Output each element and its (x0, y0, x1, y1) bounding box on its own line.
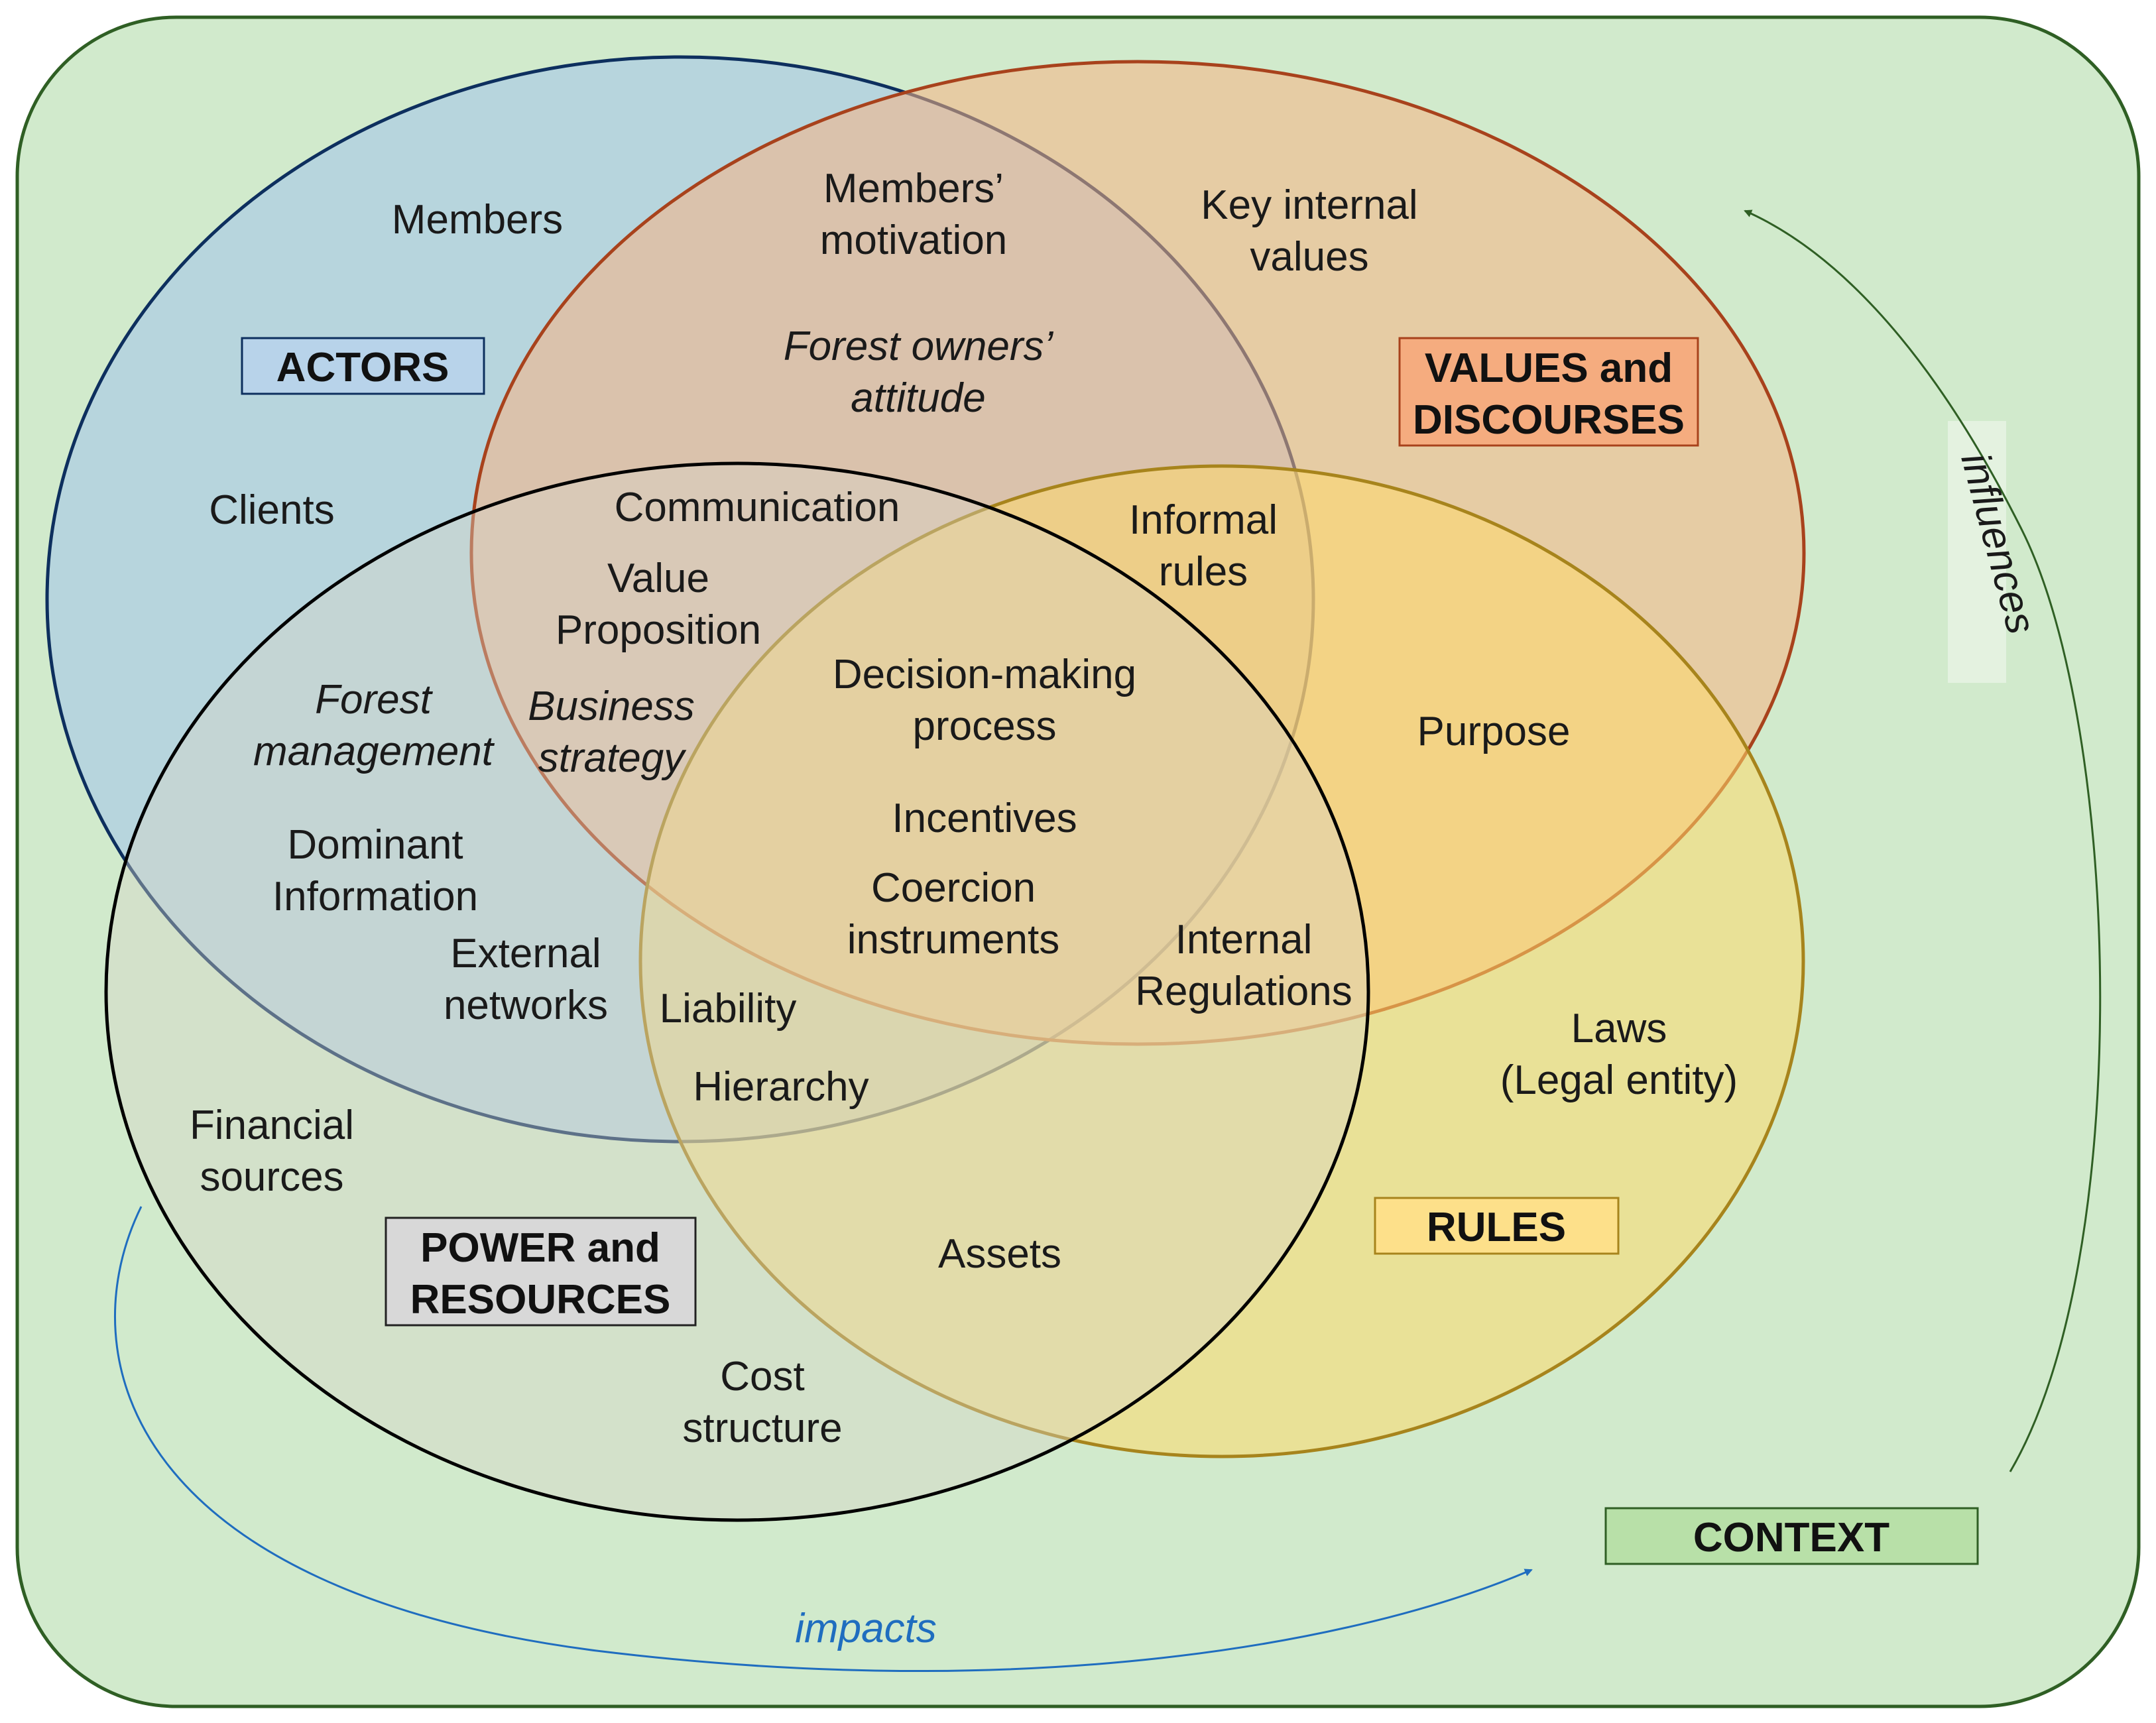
label-members-motivation-2: motivation (820, 217, 1008, 263)
label-clients: Clients (209, 487, 335, 533)
label-key-values-2: values (1250, 234, 1368, 280)
actors-box: ACTORS (241, 337, 485, 395)
label-external-networks-1: External (450, 931, 601, 977)
influences-label-background (1948, 421, 2006, 683)
influences-arrow (1744, 209, 2102, 1472)
label-liability: Liability (660, 986, 797, 1032)
rules-title: RULES (1427, 1205, 1566, 1250)
label-key-values-1: Key internal (1201, 182, 1417, 228)
actors-title: ACTORS (276, 345, 449, 390)
power-title-line2: RESOURCES (410, 1277, 671, 1323)
context-title: CONTEXT (1693, 1515, 1889, 1561)
label-communication: Communication (615, 485, 900, 530)
label-purpose: Purpose (1417, 709, 1571, 754)
label-forest-owners-2: attitude (851, 375, 985, 421)
label-informal-rules-1: Informal (1129, 497, 1278, 543)
label-business-strategy-1: Business (528, 683, 695, 729)
label-value-proposition-1: Value (607, 556, 709, 601)
impacts-arrow (113, 1206, 1533, 1673)
label-decision-making-2: process (912, 703, 1056, 749)
label-financial-sources-1: Financial (190, 1102, 354, 1148)
label-internal-regulations-2: Regulations (1135, 969, 1352, 1014)
label-forest-management-2: management (253, 729, 495, 774)
power-resources-box: POWER and RESOURCES (385, 1217, 697, 1327)
label-decision-making-1: Decision-making (833, 652, 1136, 697)
label-dominant-information-2: Information (272, 874, 478, 920)
label-business-strategy-2: strategy (538, 735, 688, 781)
label-informal-rules-2: rules (1159, 549, 1248, 595)
label-hierarchy: Hierarchy (693, 1064, 868, 1110)
label-cost-structure-1: Cost (720, 1354, 804, 1399)
label-forest-management-1: Forest (315, 677, 433, 723)
power-title-line1: POWER and (420, 1225, 660, 1271)
impacts-label: impacts (795, 1606, 937, 1651)
values-title-line1: VALUES and (1425, 345, 1673, 391)
label-laws-1: Laws (1571, 1006, 1667, 1051)
label-value-proposition-2: Proposition (556, 607, 761, 653)
label-members-motivation-1: Members’ (823, 166, 1004, 211)
label-members: Members (392, 197, 563, 243)
label-assets: Assets (938, 1231, 1061, 1277)
label-forest-owners-1: Forest owners’ (784, 324, 1054, 369)
label-laws-2: (Legal entity) (1500, 1057, 1738, 1103)
values-discourses-box: VALUES and DISCOURSES (1398, 337, 1699, 447)
label-dominant-information-1: Dominant (287, 822, 463, 868)
rules-box: RULES (1374, 1197, 1620, 1255)
label-incentives: Incentives (892, 796, 1077, 841)
label-internal-regulations-1: Internal (1175, 917, 1313, 963)
values-title-line2: DISCOURSES (1413, 397, 1685, 443)
context-box: CONTEXT (1604, 1507, 1979, 1565)
label-coercion-instruments-2: instruments (847, 917, 1059, 963)
label-financial-sources-2: sources (200, 1154, 343, 1200)
label-cost-structure-2: structure (682, 1405, 842, 1451)
label-coercion-instruments-1: Coercion (871, 865, 1036, 911)
label-external-networks-2: networks (444, 982, 608, 1028)
